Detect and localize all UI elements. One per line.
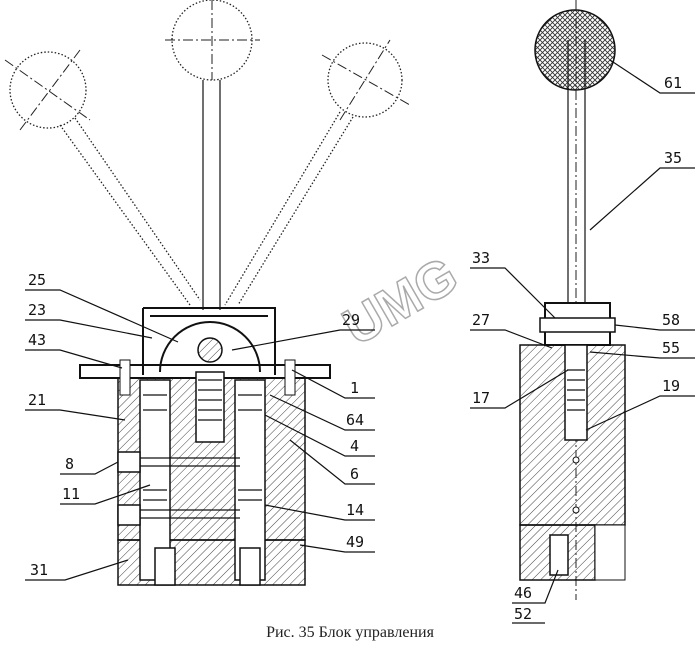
left-view bbox=[4, 0, 411, 586]
label-46: 46 bbox=[514, 584, 532, 602]
lever-knob-crosshatched bbox=[534, 9, 616, 91]
label-61: 61 bbox=[664, 74, 682, 92]
label-49: 49 bbox=[346, 533, 364, 551]
label-64: 64 bbox=[346, 411, 364, 429]
part-labels: 25 23 43 21 8 11 31 29 1 64 4 6 14 49 61… bbox=[28, 74, 682, 623]
label-33: 33 bbox=[472, 249, 490, 267]
leader-lines bbox=[25, 59, 695, 624]
label-25: 25 bbox=[28, 271, 46, 289]
right-view bbox=[519, 0, 626, 600]
label-23: 23 bbox=[28, 301, 46, 319]
label-11: 11 bbox=[62, 485, 80, 503]
lever-knob-left bbox=[9, 51, 87, 129]
label-58: 58 bbox=[662, 311, 680, 329]
label-27: 27 bbox=[472, 311, 490, 329]
label-43: 43 bbox=[28, 331, 46, 349]
label-17: 17 bbox=[472, 389, 490, 407]
label-4: 4 bbox=[350, 437, 359, 455]
label-14: 14 bbox=[346, 501, 364, 519]
lever-knob-right bbox=[327, 42, 403, 118]
label-31: 31 bbox=[30, 561, 48, 579]
label-55: 55 bbox=[662, 339, 680, 357]
label-29: 29 bbox=[342, 311, 360, 329]
label-1: 1 bbox=[350, 379, 359, 397]
label-6: 6 bbox=[350, 465, 359, 483]
figure-caption: Рис. 35 Блок управления bbox=[266, 624, 434, 641]
label-21: 21 bbox=[28, 391, 46, 409]
label-8: 8 bbox=[65, 455, 74, 473]
label-19: 19 bbox=[662, 377, 680, 395]
watermark: UMG bbox=[334, 246, 468, 357]
label-52: 52 bbox=[514, 605, 532, 623]
label-35: 35 bbox=[664, 149, 682, 167]
